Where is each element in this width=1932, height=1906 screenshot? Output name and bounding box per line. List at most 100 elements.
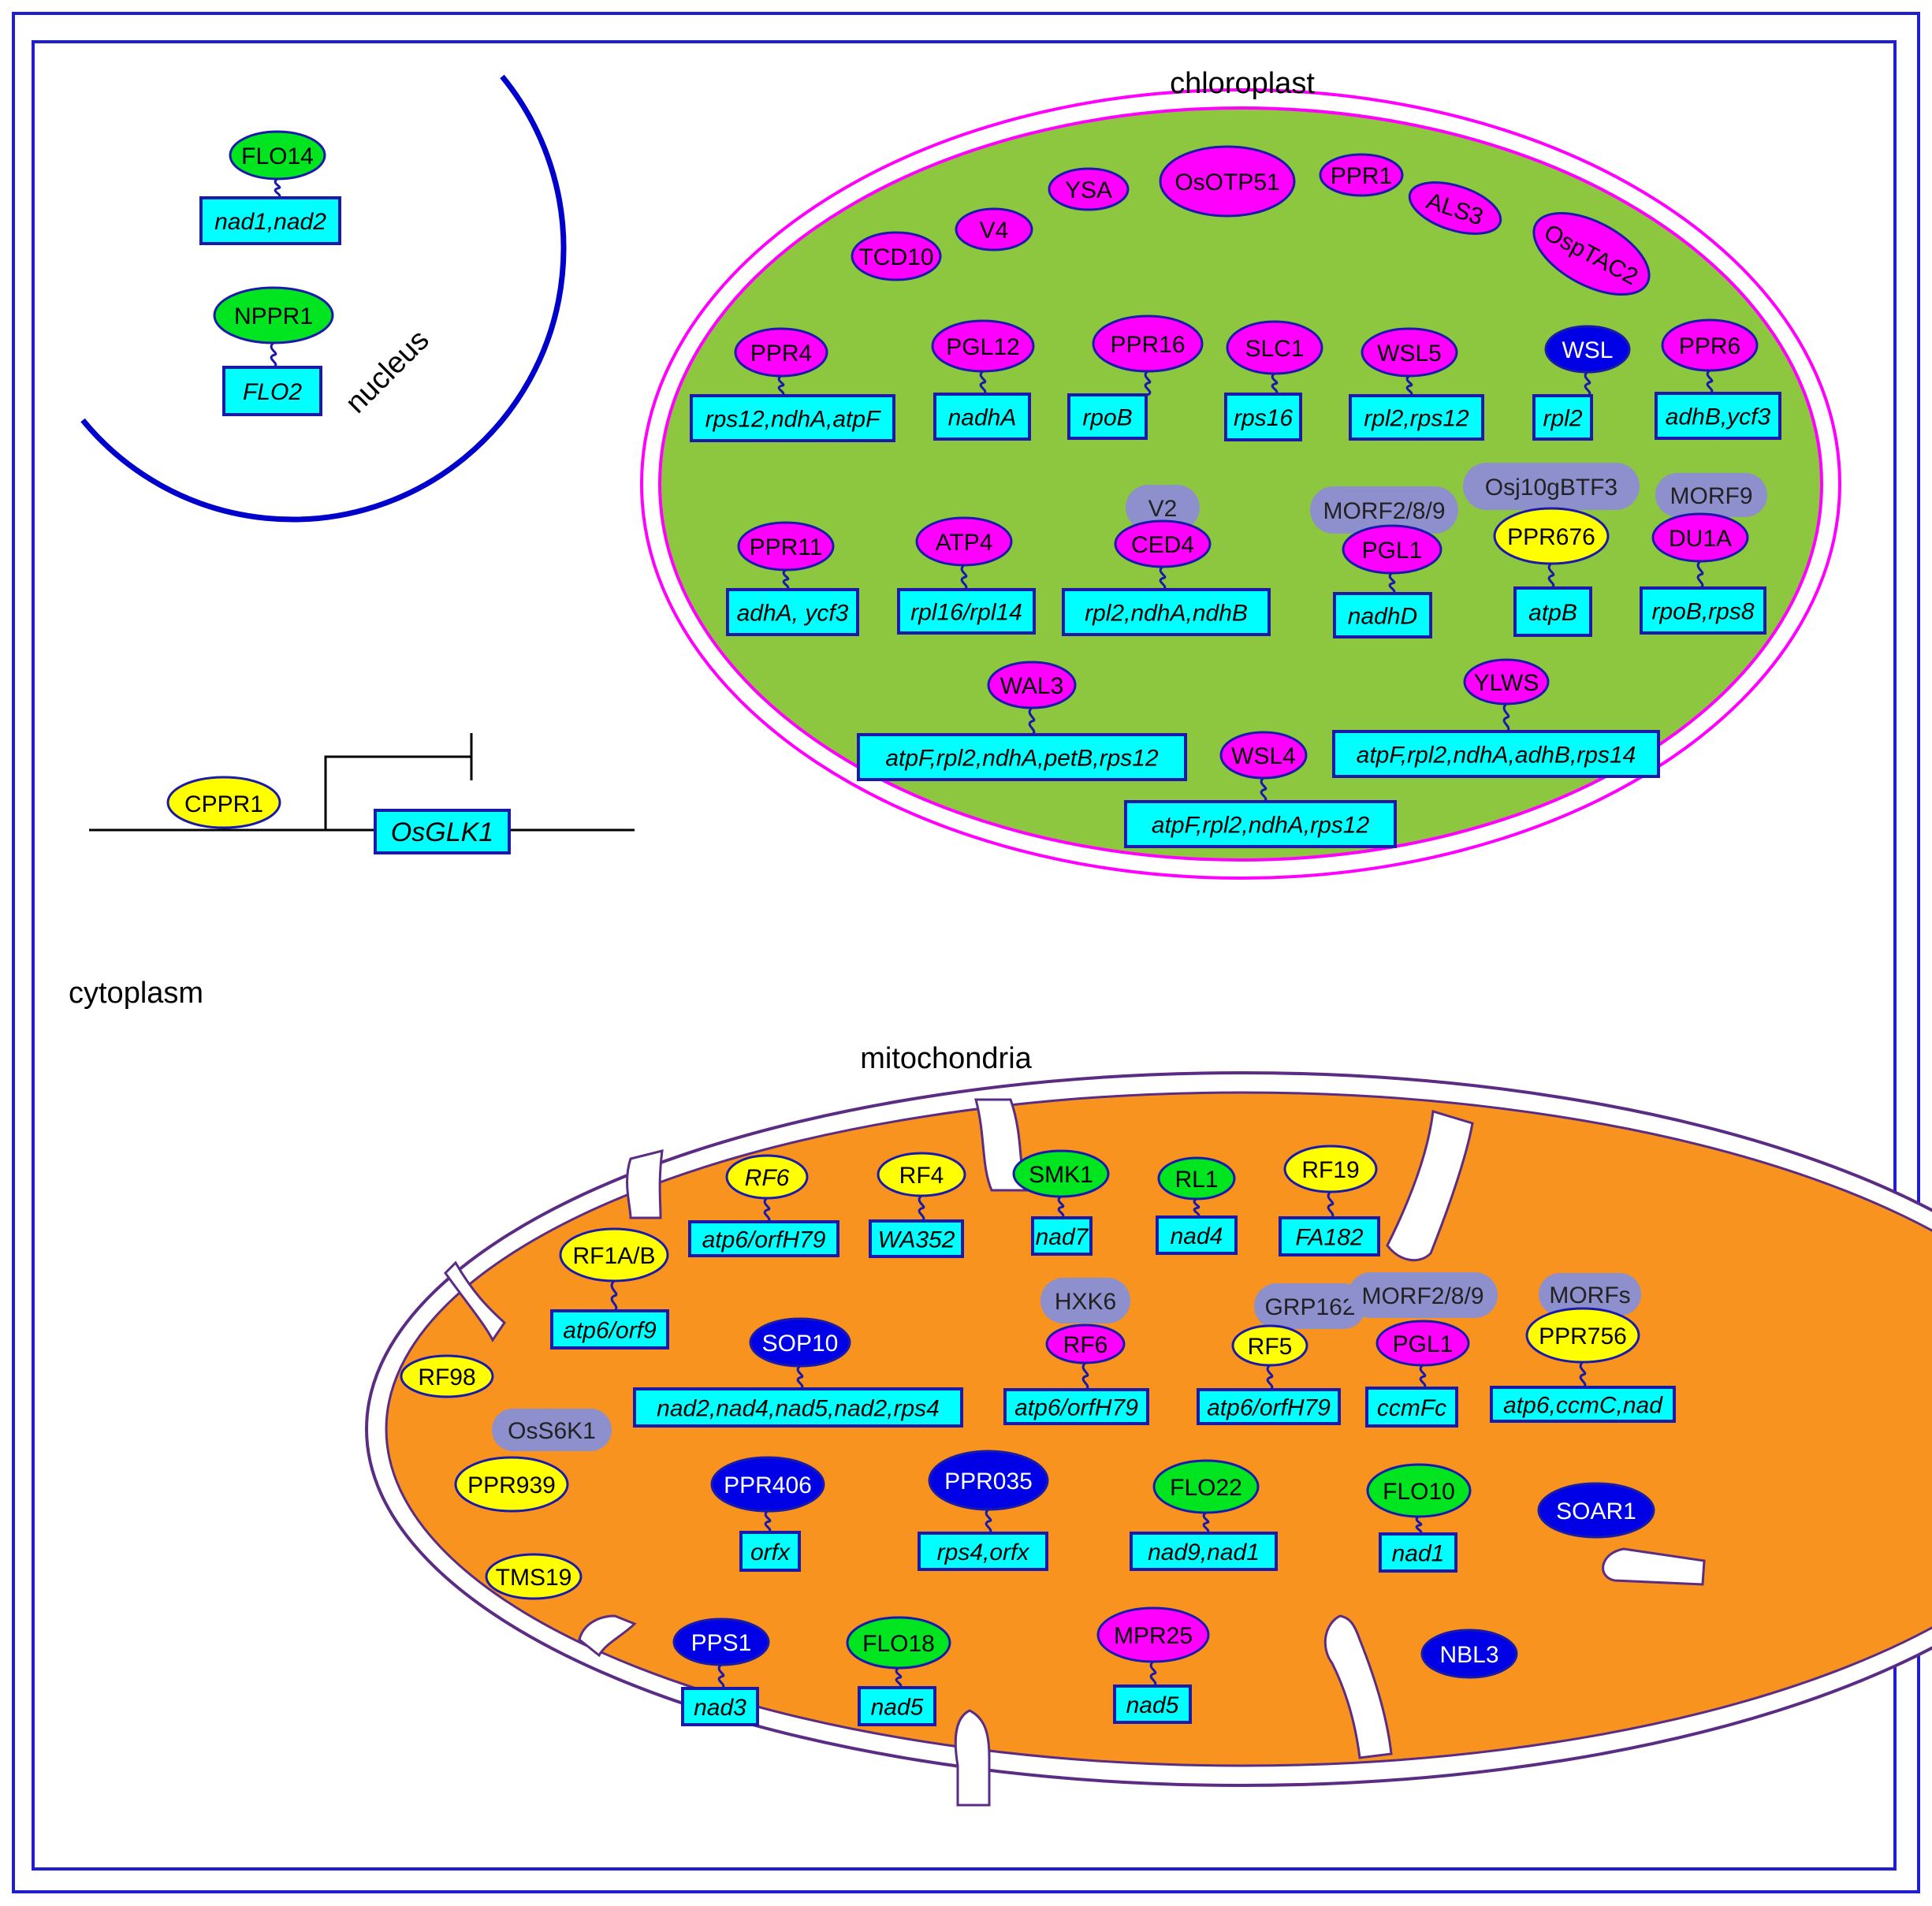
chloroplast-linker xyxy=(1388,571,1396,595)
chloroplast-protein-slc1 xyxy=(1226,320,1323,375)
mito-linker xyxy=(1266,1364,1274,1391)
chloroplast-target-box xyxy=(897,588,1036,635)
mito-protein-label: PGL1 xyxy=(1393,1331,1454,1357)
chloroplast-target-box xyxy=(1062,588,1271,636)
mito-target-label: nad7 xyxy=(1036,1224,1089,1250)
osglk1-gene-label: OsGLK1 xyxy=(391,817,493,847)
mito-partner-morfs xyxy=(1539,1273,1641,1316)
chloroplast-linker xyxy=(979,370,987,396)
mito-target-label: nad1 xyxy=(1392,1541,1445,1567)
chloroplast-target-label: rpl2 xyxy=(1543,406,1582,432)
mito-linker xyxy=(1419,1364,1427,1390)
mito-protein-rf19 xyxy=(1283,1145,1378,1193)
nucleus-linker xyxy=(274,177,281,199)
chloroplast-protein-pgl12 xyxy=(931,319,1035,373)
mito-protein-ppr406 xyxy=(710,1456,825,1513)
nucleus-protein-flo14 xyxy=(229,130,326,181)
mito-linker xyxy=(1057,1195,1065,1219)
chloroplast-protein-wsl4 xyxy=(1219,731,1308,780)
chloroplast-protein-wal3 xyxy=(987,661,1077,709)
mito-group-mpr25: nad5 MPR25 xyxy=(1096,1606,1210,1724)
mito-protein-label: SMK1 xyxy=(1029,1162,1093,1188)
chloroplast-target-label: rpl2,ndhA,ndhB xyxy=(1085,601,1248,627)
chloroplast-protein-label: TCD10 xyxy=(858,244,933,270)
chloroplast-protein-tcd10 xyxy=(851,231,942,281)
mito-target-label: nad5 xyxy=(1126,1692,1179,1718)
mito-target-box xyxy=(1379,1532,1457,1573)
mitochondria-matrix xyxy=(385,1091,1932,1767)
mito-partner-hxk6 xyxy=(1040,1278,1130,1323)
chloroplast-target-box xyxy=(1349,394,1484,441)
mito-target-box xyxy=(1197,1388,1341,1425)
chloroplast-protein-wsl xyxy=(1544,325,1631,374)
chloroplast-group-ppr1: PPR1 xyxy=(1319,153,1404,197)
chloroplast-linker xyxy=(1547,562,1555,590)
mito-protein-label: FLO10 xyxy=(1383,1479,1455,1505)
mito-group-flo10: nad1 FLO10 xyxy=(1366,1463,1472,1573)
mito-protein-label: TMS19 xyxy=(496,1565,572,1591)
mito-target-label: FA182 xyxy=(1295,1225,1363,1251)
chloroplast-target-label: rpoB xyxy=(1082,405,1132,431)
chloroplast-target-label: atpF,rpl2,ndhA,rps12 xyxy=(1152,813,1370,839)
mito-partner-label: GRP162 xyxy=(1264,1294,1355,1320)
chloroplast-partner-osj10gbtf3 xyxy=(1463,463,1640,510)
chloroplast-protein-label: WAL3 xyxy=(1000,673,1064,699)
mito-protein-label: FLO22 xyxy=(1170,1475,1242,1501)
mito-protein-pgl1 xyxy=(1375,1320,1470,1367)
chloroplast-target-box xyxy=(933,393,1031,441)
mito-target-label: nad4 xyxy=(1171,1223,1223,1249)
chloroplast-linker xyxy=(1706,369,1714,395)
mito-protein-label: MPR25 xyxy=(1114,1623,1193,1649)
mito-target-label: nad5 xyxy=(871,1695,924,1721)
mito-group-soar1: SOAR1 xyxy=(1537,1482,1655,1539)
mito-linker xyxy=(1415,1515,1423,1536)
chloroplast-protein-ppr676 xyxy=(1493,507,1610,565)
chloroplast-target-box xyxy=(1067,393,1148,440)
chloroplast-group-v4: V4 xyxy=(955,207,1033,251)
mito-target-label: atp6/orfH79 xyxy=(1014,1395,1138,1421)
mito-protein-flo22 xyxy=(1152,1459,1260,1514)
chloroplast-protein-label: CED4 xyxy=(1131,532,1194,558)
mito-protein-label: RF5 xyxy=(1248,1334,1293,1360)
mito-target-box xyxy=(1130,1532,1278,1571)
chloroplast-protein-label: PPR4 xyxy=(750,341,812,367)
chloroplast-linker xyxy=(1405,374,1413,397)
mito-partner-label: MORFs xyxy=(1549,1282,1630,1309)
mito-protein-rf98 xyxy=(400,1354,494,1398)
chloroplast-target-box xyxy=(1532,394,1593,441)
mito-target-box xyxy=(1031,1216,1093,1256)
chloroplast-protein-label: DU1A xyxy=(1669,526,1732,552)
chloroplast-target-label: nadhD xyxy=(1348,604,1417,630)
mito-group-nbl3: NBL3 xyxy=(1420,1629,1518,1679)
mito-protein-label: SOP10 xyxy=(762,1331,839,1357)
mito-linker xyxy=(1579,1361,1587,1389)
mito-target-label: orfx xyxy=(750,1539,791,1565)
chloroplast-protein-label: V4 xyxy=(980,218,1009,244)
chloroplast-group-ysa: YSA xyxy=(1048,167,1130,211)
chloroplast-target-label: rps16 xyxy=(1234,405,1293,431)
chloroplast-target-box xyxy=(1332,730,1660,778)
mito-protein-label: PPR406 xyxy=(724,1472,812,1498)
chloroplast-protein-ppr4 xyxy=(734,327,828,378)
nucleus-target-box xyxy=(199,196,341,245)
mito-protein-ppr939 xyxy=(454,1456,569,1513)
chloroplast-linker xyxy=(782,568,790,591)
mito-protein-label: PPS1 xyxy=(691,1630,752,1656)
cytoplasm-label: cytoplasm xyxy=(69,977,203,1010)
osglk1-gene-diagram: OsGLK1 CPPR1 xyxy=(89,733,635,854)
mito-linker xyxy=(610,1279,618,1312)
mito-group-ppr406: orfx PPR406 xyxy=(710,1456,825,1572)
